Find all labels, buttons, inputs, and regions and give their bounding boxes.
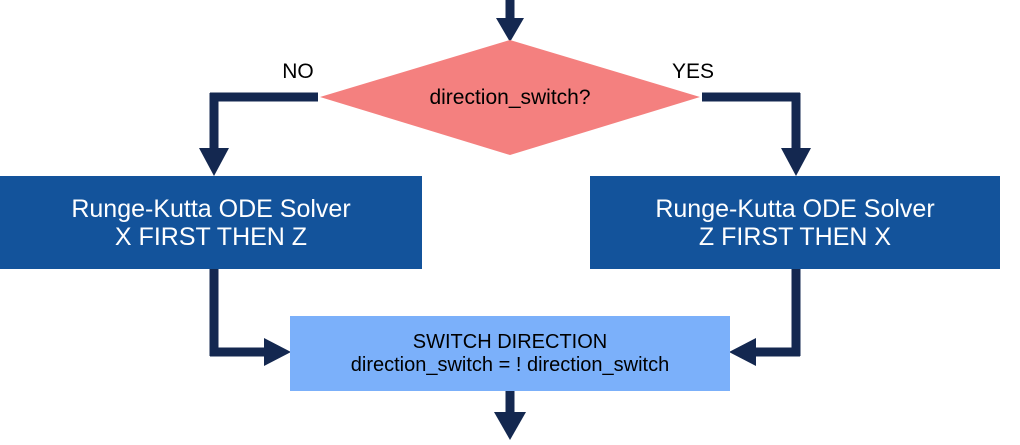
process-box-left: [0, 176, 422, 269]
left-to-switch-connector: [209, 269, 291, 366]
decision-diamond: [320, 40, 700, 155]
switch-direction-box: [290, 316, 730, 391]
exit-arrow-connector: [494, 391, 526, 440]
no-branch-connector: [199, 92, 318, 176]
process-box-right: [590, 176, 1000, 269]
right-to-switch-connector: [729, 269, 801, 366]
yes-branch-connector: [702, 92, 811, 176]
entry-arrow-connector: [496, 0, 524, 42]
branch-label-no: NO: [282, 60, 314, 83]
branch-label-yes: YES: [671, 60, 715, 83]
